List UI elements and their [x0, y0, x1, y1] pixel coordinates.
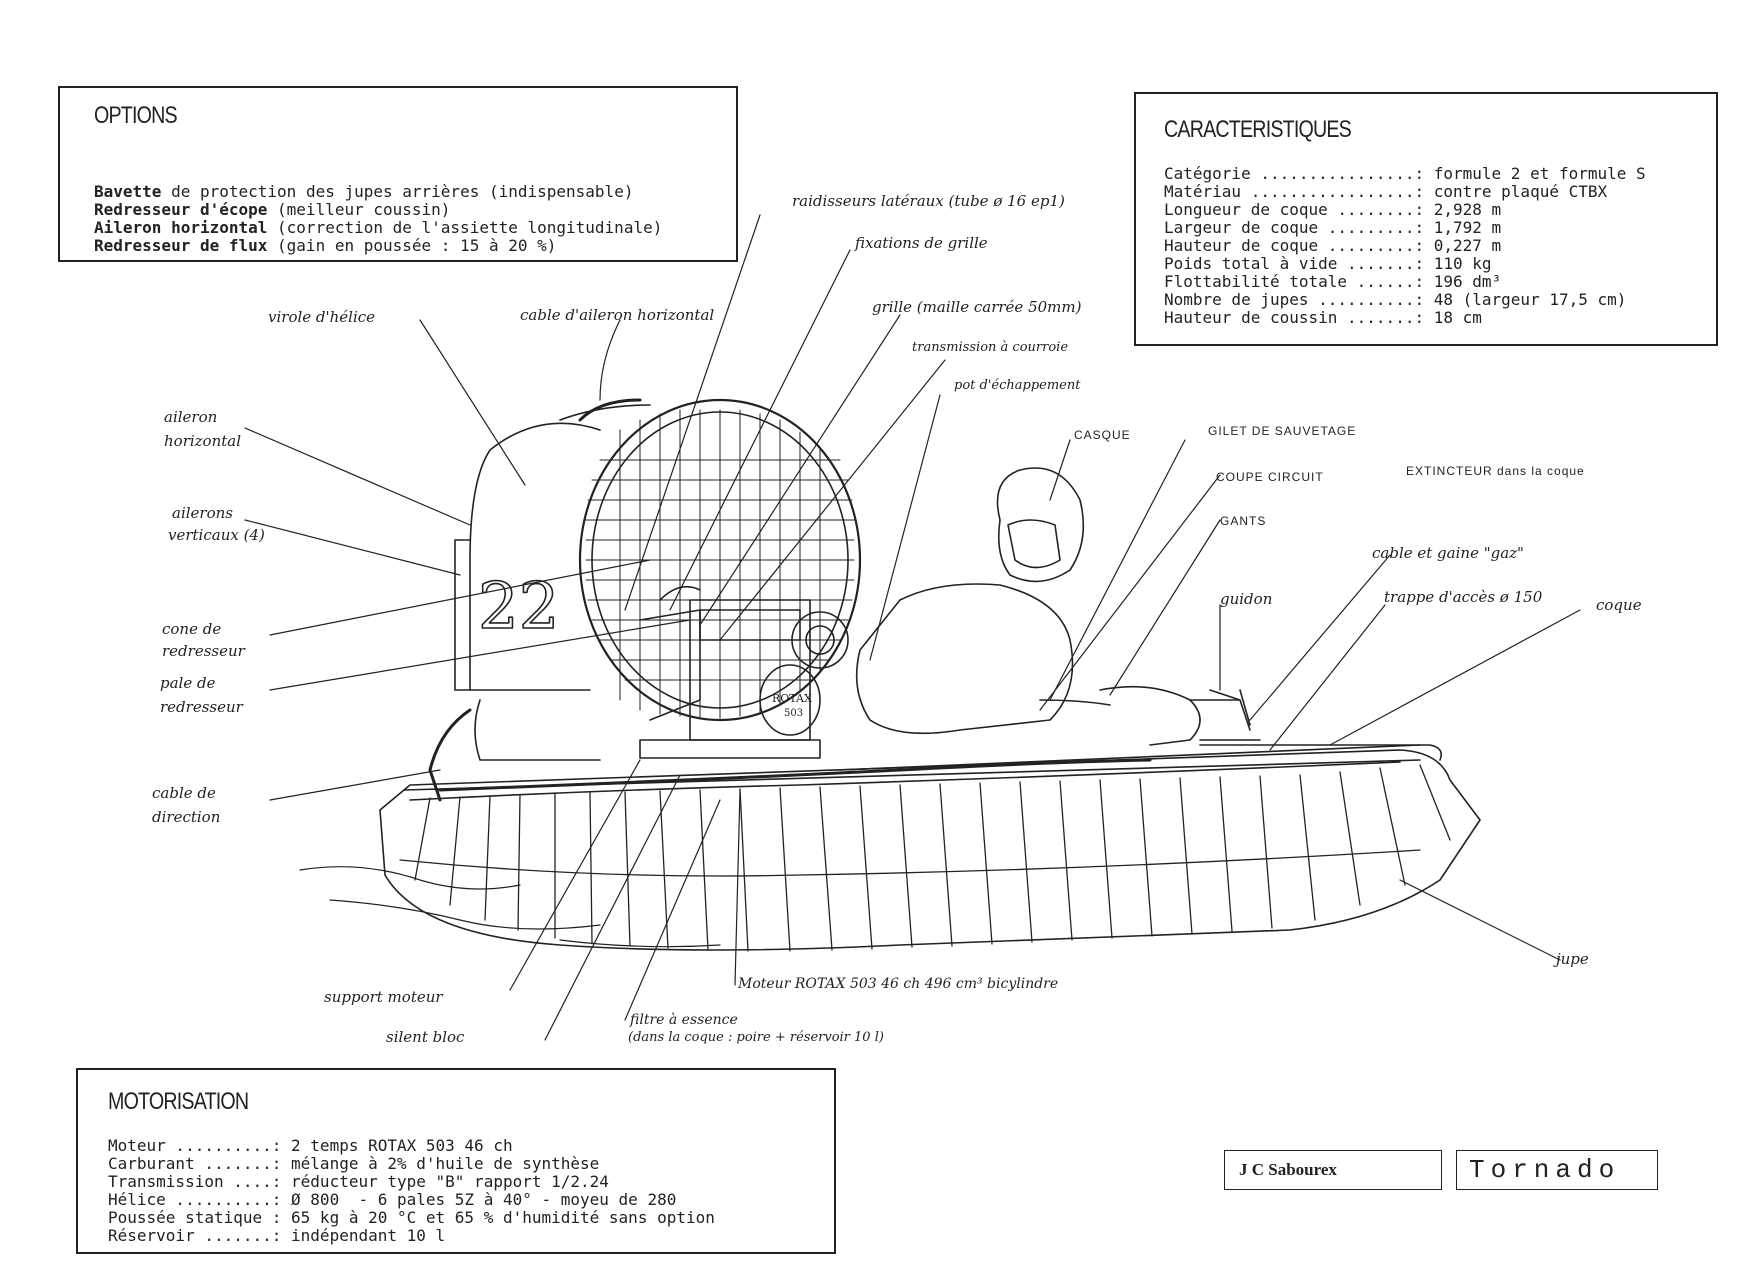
moto-row: Hélice ..........: Ø 800 - 6 pales 5Z à … [108, 1190, 677, 1209]
label-cable-dir-1: cable de [152, 784, 216, 802]
label-jupe: jupe [1556, 950, 1589, 968]
label-ailerons-v-2: verticaux (4) [168, 526, 265, 544]
label-moteur: Moteur ROTAX 503 46 ch 496 cm³ bicylindr… [738, 976, 1059, 992]
label-cable-dir-2: direction [152, 808, 221, 826]
carac-row: Poids total à vide .......: 110 kg [1164, 254, 1492, 273]
label-cable-gaz: cable et gaine "gaz" [1372, 544, 1524, 562]
leader-lines [244, 214, 1581, 1041]
moto-row: Transmission ....: réducteur type "B" ra… [108, 1172, 609, 1191]
label-pot: pot d'échappement [954, 378, 1081, 393]
options-row-1: Bavette de protection des jupes arrières… [94, 182, 634, 201]
label-cone-1: cone de [162, 620, 222, 638]
hull-number: 22 [478, 570, 559, 644]
caracteristiques-title: CARACTERISTIQUES [1164, 116, 1352, 143]
moto-row: Moteur ..........: 2 temps ROTAX 503 46 … [108, 1136, 513, 1155]
label-ailerons-v-1: ailerons [172, 504, 233, 522]
cables [428, 398, 1152, 802]
skirt-segments [399, 764, 1451, 952]
label-aileron-h-1: aileron [164, 408, 218, 426]
motorisation-title: MOTORISATION [108, 1088, 249, 1115]
label-support: support moteur [324, 988, 443, 1006]
label-trappe: trappe d'accès ø 150 [1384, 588, 1543, 606]
water-lines [299, 866, 721, 948]
label-filtre-2: (dans la coque : poire + réservoir 10 l) [628, 1030, 884, 1045]
label-guidon: guidon [1220, 590, 1273, 608]
carac-row: Matériau .................: contre plaqu… [1164, 182, 1608, 201]
label-silent: silent bloc [386, 1028, 465, 1046]
engine [639, 585, 849, 759]
carac-row: Hauteur de coussin .......: 18 cm [1164, 308, 1482, 327]
hull [379, 744, 1481, 952]
label-gilet: GILET DE SAUVETAGE [1208, 424, 1357, 438]
propeller-grid [585, 409, 855, 719]
label-gants: GANTS [1220, 514, 1267, 528]
label-transmission: transmission à courroie [912, 340, 1069, 355]
pilot [855, 467, 1261, 746]
carac-row: Longueur de coque ........: 2,928 m [1164, 200, 1502, 219]
label-virole: virole d'hélice [268, 308, 376, 326]
model-box: Tornado [1456, 1150, 1658, 1190]
carac-row: Flottabilité totale ......: 196 dm³ [1164, 272, 1502, 291]
label-filtre-1: filtre à essence [630, 1012, 738, 1028]
caracteristiques-box: CARACTERISTIQUES Catégorie .............… [1134, 92, 1718, 346]
moto-row: Réservoir .......: indépendant 10 l [108, 1226, 446, 1245]
label-coque: coque [1596, 596, 1642, 614]
options-title: OPTIONS [94, 102, 178, 129]
options-row-4: Redresseur de flux (gain en poussée : 15… [94, 236, 557, 255]
options-row-3: Aileron horizontal (correction de l'assi… [94, 218, 663, 237]
carac-row: Hauteur de coque .........: 0,227 m [1164, 236, 1502, 255]
label-fixations: fixations de grille [855, 234, 988, 252]
carac-row: Largeur de coque .........: 1,792 m [1164, 218, 1502, 237]
label-pale-1: pale de [160, 674, 216, 692]
carac-row: Nombre de jupes ..........: 48 (largeur … [1164, 290, 1627, 309]
label-coupe: COUPE CIRCUIT [1216, 470, 1324, 484]
label-grille: grille (maille carrée 50mm) [872, 298, 1082, 316]
label-extincteur: EXTINCTEUR dans la coque [1406, 464, 1585, 478]
author-box: J C Sabourex [1224, 1150, 1442, 1190]
options-box: OPTIONS Bavette de protection des jupes … [58, 86, 738, 262]
engine-badge-text: ROTAX [772, 692, 812, 705]
label-aileron-h-2: horizontal [164, 432, 242, 450]
label-pale-2: redresseur [160, 698, 243, 716]
label-cable-aileron: cable d'aileron horizontal [520, 306, 715, 324]
model-name: Tornado [1469, 1155, 1621, 1185]
options-row-2: Redresseur d'écope (meilleur coussin) [94, 200, 451, 219]
moto-row: Carburant .......: mélange à 2% d'huile … [108, 1154, 600, 1173]
engine-badge-number: 503 [784, 708, 803, 719]
label-raidisseurs: raidisseurs latéraux (tube ø 16 ep1) [792, 192, 1065, 210]
author-name: J C Sabourex [1239, 1160, 1337, 1179]
motorisation-box: MOTORISATION Moteur ..........: 2 temps … [76, 1068, 836, 1254]
label-cone-2: redresseur [162, 642, 245, 660]
moto-row: Poussée statique : 65 kg à 20 °C et 65 %… [108, 1208, 715, 1227]
carac-row: Catégorie ................: formule 2 et… [1164, 164, 1646, 183]
label-casque: CASQUE [1074, 428, 1131, 442]
